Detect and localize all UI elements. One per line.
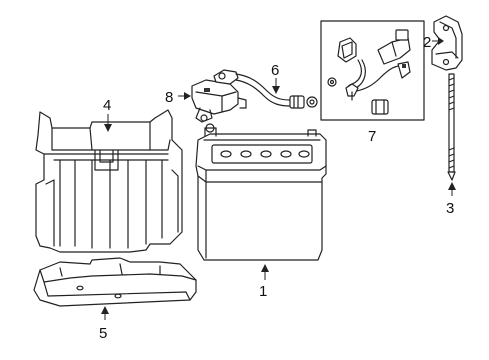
battery-box-cover	[35, 109, 183, 253]
callout-8: 8	[165, 89, 191, 106]
hold-down-rod	[447, 73, 456, 181]
callout-6: 6	[271, 62, 280, 94]
callout-3-label: 3	[446, 200, 454, 217]
callout-7: 7	[368, 128, 376, 145]
callout-8-label: 8	[165, 89, 173, 106]
battery-sensor	[191, 79, 247, 123]
hold-down-bracket	[431, 15, 463, 71]
callout-4: 4	[103, 97, 112, 132]
callout-1: 1	[259, 264, 269, 300]
callout-2-label: 2	[423, 34, 431, 51]
callout-4-label: 4	[103, 97, 111, 114]
callout-6-label: 6	[271, 62, 279, 79]
battery-tray	[33, 257, 197, 307]
callout-1-label: 1	[259, 283, 267, 300]
positive-cable	[213, 69, 318, 109]
callout-5-label: 5	[99, 325, 107, 342]
callout-2: 2	[423, 34, 444, 51]
callout-3: 3	[446, 182, 456, 217]
cable-kit	[320, 20, 425, 121]
callout-5: 5	[99, 306, 109, 342]
callout-7-label: 7	[368, 128, 376, 145]
battery	[195, 123, 327, 261]
